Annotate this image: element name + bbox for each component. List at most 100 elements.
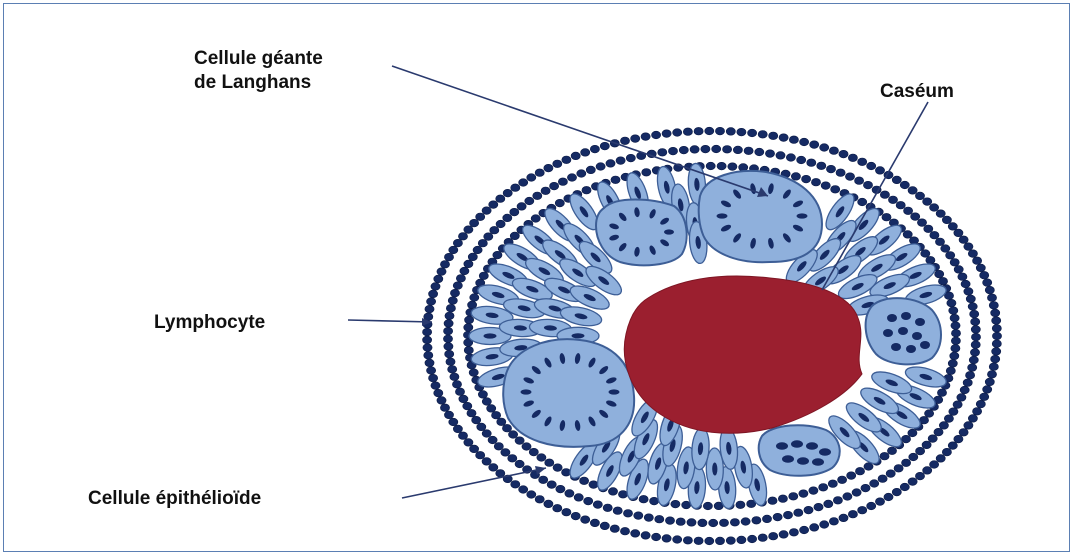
lymphocyte-nucleus: [460, 267, 469, 275]
lymphocyte-nucleus: [811, 178, 820, 186]
lymphocyte-nucleus: [683, 128, 692, 136]
lymphocyte-nucleus: [926, 256, 935, 264]
lymphocyte-nucleus: [864, 463, 873, 471]
lymphocyte: [440, 404, 449, 412]
lymphocyte: [971, 318, 980, 326]
lymphocyte: [446, 358, 455, 366]
lymphocyte: [992, 340, 1001, 348]
lymphocyte-nucleus: [935, 270, 944, 278]
lymphocyte-nucleus: [971, 333, 980, 341]
lymphocyte-nucleus: [938, 277, 947, 285]
lymphocyte: [490, 226, 499, 234]
giant-cell-nucleus: [664, 229, 674, 234]
lymphocyte-nucleus: [964, 422, 973, 430]
lymphocyte-nucleus: [468, 253, 477, 261]
lymphocyte: [600, 522, 609, 530]
lymphocyte-nucleus: [968, 250, 977, 258]
lymphocyte: [903, 231, 912, 239]
lymphocyte-nucleus: [537, 454, 546, 462]
lymphocyte: [623, 510, 632, 518]
lymphocyte: [425, 359, 434, 367]
lymphocyte: [449, 246, 458, 254]
lymphocyte: [482, 430, 491, 438]
lymphocyte-nucleus: [991, 309, 1000, 317]
lymphocyte-nucleus: [980, 271, 989, 279]
lymphocyte: [464, 260, 473, 268]
lymphocyte-nucleus: [586, 166, 595, 174]
lymphocyte-nucleus: [683, 537, 692, 545]
lymphocyte: [957, 394, 966, 402]
lymphocyte-nucleus: [484, 233, 493, 241]
lymphocyte: [533, 192, 542, 200]
lymphocyte: [453, 425, 462, 433]
lymphocyte: [558, 178, 567, 186]
lymphocyte-nucleus: [510, 208, 519, 216]
lymphocyte-nucleus: [959, 429, 968, 437]
lymphocyte-nucleus: [558, 178, 567, 186]
lymphocyte: [665, 517, 674, 525]
lymphocyte-nucleus: [464, 346, 473, 354]
lymphocyte-nucleus: [752, 517, 761, 525]
lymphocyte: [539, 476, 548, 484]
lymphocyte-nucleus: [468, 301, 477, 309]
lymphocyte-nucleus: [820, 144, 829, 152]
lymphocyte-nucleus: [989, 363, 998, 371]
giant-cell-left-lower: [503, 339, 634, 447]
giant-cell-label-line2: de Langhans: [194, 72, 311, 93]
lymphocyte-nucleus: [936, 210, 945, 218]
lymphocyte-nucleus: [726, 537, 735, 545]
lymphocyte: [973, 408, 982, 416]
lymphocyte: [608, 488, 617, 496]
lymphocyte-nucleus: [768, 497, 777, 505]
lymphocyte: [567, 174, 576, 182]
lymphocyte: [886, 470, 895, 478]
lymphocyte-nucleus: [762, 515, 771, 523]
lymphocyte-nucleus: [867, 502, 876, 510]
lymphocyte: [535, 169, 544, 177]
lymphocyte-nucleus: [705, 127, 714, 135]
lymphocyte-nucleus: [992, 332, 1001, 340]
lymphocyte: [508, 431, 517, 439]
lymphocyte: [562, 156, 571, 164]
lymphocyte: [493, 251, 502, 259]
lymphocyte-nucleus: [858, 158, 867, 166]
lymphocyte: [887, 447, 896, 455]
lymphocyte: [779, 134, 788, 142]
lymphocyte-nucleus: [453, 425, 462, 433]
lymphocyte: [858, 158, 867, 166]
lymphocyte: [431, 283, 440, 291]
lymphocyte: [930, 461, 939, 469]
lymphocyte: [870, 480, 879, 488]
lymphocyte: [434, 389, 443, 397]
lymphocyte: [488, 436, 497, 444]
lymphocyte-nucleus: [589, 481, 598, 489]
lymphocyte: [925, 410, 934, 418]
lymphocyte-nucleus: [968, 303, 977, 311]
lymphocyte: [915, 192, 924, 200]
lymphocyte: [814, 503, 823, 511]
lymphocyte: [951, 345, 960, 353]
lymphocyte: [959, 429, 968, 437]
lymphocyte: [620, 137, 629, 145]
lymphocyte: [908, 478, 917, 486]
lymphocyte-nucleus: [600, 142, 609, 150]
lymphocyte-nucleus: [440, 404, 449, 412]
lymphocyte: [863, 181, 872, 189]
lymphocyte-nucleus: [662, 130, 671, 138]
lymphocyte: [593, 501, 602, 509]
lymphocyte: [694, 537, 703, 545]
lymphocyte-nucleus: [799, 490, 808, 498]
lymphocyte: [482, 398, 491, 406]
lymphocyte: [503, 214, 512, 222]
lymphocyte-nucleus: [515, 460, 524, 468]
lymphocyte-nucleus: [861, 484, 870, 492]
lymphocyte: [783, 511, 792, 519]
lymphocyte: [843, 493, 852, 501]
lymphocyte: [444, 411, 453, 419]
lymphocyte-nucleus: [930, 204, 939, 212]
lymphocyte: [519, 179, 528, 187]
lymphocyte-nucleus: [508, 455, 517, 463]
lymphocyte-nucleus: [531, 215, 540, 223]
lymphocyte-nucleus: [456, 275, 465, 283]
lymphocyte: [596, 163, 605, 171]
